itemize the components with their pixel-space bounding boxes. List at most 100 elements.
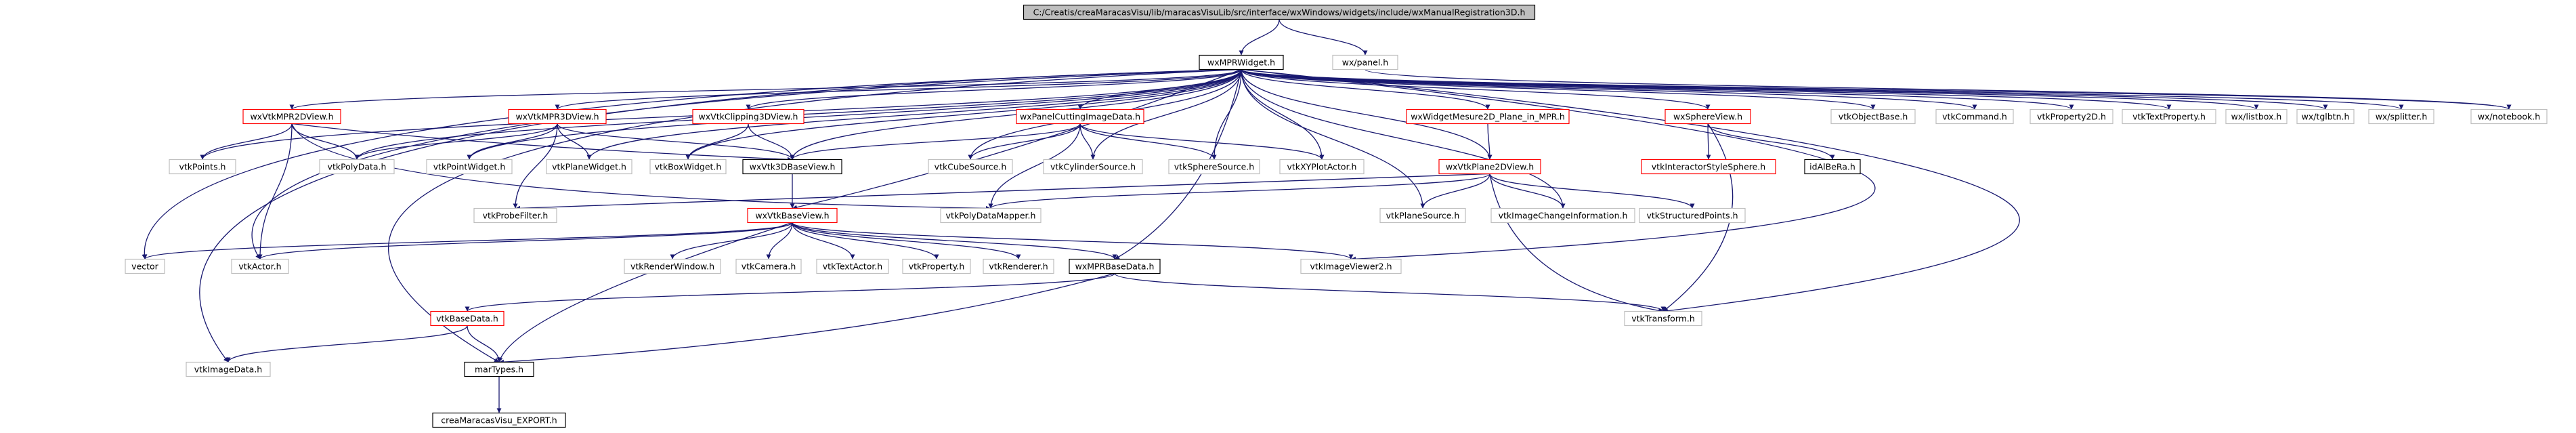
node-vtkcylindersource[interactable]: vtkCylinderSource.h — [1043, 159, 1143, 175]
edge-wxpanelcuttingimagedata-to-vtkpolydatamapper — [988, 123, 1081, 209]
node-vtkcamera[interactable]: vtkCamera.h — [735, 258, 802, 274]
node-box — [1830, 108, 1916, 125]
node-vtktextactor[interactable]: vtkTextActor.h — [816, 258, 889, 274]
edge-group — [1487, 123, 1493, 160]
node-box — [125, 258, 165, 274]
node-vtktransform[interactable]: vtkTransform.h — [1624, 310, 1702, 327]
node-vtkxyplotactor[interactable]: vtkXYPlotActor.h — [1279, 159, 1365, 175]
node-vtkimageviewer2[interactable]: vtkImageViewer2.h — [1300, 258, 1402, 274]
edge-group — [1079, 123, 1217, 160]
node-wxnotebook[interactable]: wx/notebook.h — [2470, 108, 2548, 125]
edge-group — [1489, 173, 1695, 209]
node-wxlistbox[interactable]: wx/listbox.h — [2225, 108, 2288, 125]
edge-group — [226, 325, 468, 363]
node-label: wx/listbox.h — [2231, 112, 2282, 122]
node-label: vtkActor.h — [238, 262, 281, 272]
node-vtkpolydata[interactable]: vtkPolyData.h — [319, 159, 395, 175]
edge-group — [792, 222, 855, 260]
node-wxmprwidget[interactable]: wxMPRWidget.h — [1199, 54, 1284, 70]
edge-group — [555, 68, 1242, 110]
node-creamaracasvisuexport[interactable]: creaMaracasVisu_EXPORT.h — [432, 412, 566, 428]
node-label: vtkBaseData.h — [436, 314, 498, 324]
node-martypes[interactable]: marTypes.h — [464, 361, 534, 377]
node-box — [1023, 4, 1536, 20]
node-vtkbasedata[interactable]: vtkBaseData.h — [430, 310, 505, 327]
node-label: vtkProbeFilter.h — [483, 211, 549, 221]
node-vtkcubesource[interactable]: vtkCubeSource.h — [928, 159, 1013, 175]
edge-group — [498, 272, 1115, 365]
edge-wxmprwidget-to-wxvtkclipping3dview — [746, 68, 1242, 110]
node-vtkimagechangeinformation[interactable]: vtkImageChangeInformation.h — [1490, 207, 1635, 224]
node-wxvtkclipping3dview[interactable]: wxVtkClipping3DView.h — [692, 108, 804, 125]
node-vtkinteractorstylesphere[interactable]: vtkInteractorStyleSphere.h — [1641, 159, 1776, 175]
node-vtkactor[interactable]: vtkActor.h — [231, 258, 289, 274]
node-vtkrenderer[interactable]: vtkRenderer.h — [983, 258, 1054, 274]
node-box — [432, 412, 566, 428]
edge-wxvtkplane2dview-to-vtkpolydatamapper — [988, 173, 1490, 209]
node-box — [231, 258, 289, 274]
node-idalbera[interactable]: idAlBeRa.h — [1804, 159, 1861, 175]
edge-wxmprwidget-to-vtktransform — [1241, 68, 2020, 314]
node-vtkpoints[interactable]: vtkPoints.h — [169, 159, 236, 175]
node-wxvtkbaseview[interactable]: wxVtkBaseView.h — [747, 207, 838, 224]
edge-wxvtkbaseview-to-vtktextactor — [792, 222, 855, 260]
edge-wxpanelcuttingimagedata-to-vtkxyplotactor — [1079, 123, 1325, 160]
node-box — [1639, 207, 1746, 224]
edge-group — [1241, 69, 1490, 110]
node-label: wxVtkMPR2DView.h — [250, 112, 333, 122]
node-box — [319, 159, 395, 175]
node-label: vtkImageData.h — [194, 365, 262, 375]
node-label: wxSphereView.h — [1673, 112, 1742, 122]
node-vtkpolydatamapper[interactable]: vtkPolyDataMapper.h — [940, 207, 1042, 224]
node-label: wx/panel.h — [1342, 58, 1388, 68]
node-wxmprbasedata[interactable]: wxMPRBaseData.h — [1069, 258, 1161, 274]
node-wxpanel[interactable]: wx/panel.h — [1332, 54, 1398, 70]
node-wxvtkmpr2dview[interactable]: wxVtkMPR2DView.h — [242, 108, 341, 125]
node-vtkrenderwindow[interactable]: vtkRenderWindow.h — [624, 258, 721, 274]
edge-group — [1241, 69, 1425, 209]
node-wxvtkplane2dview[interactable]: wxVtkPlane2DView.h — [1438, 159, 1541, 175]
node-vtkplanewidget[interactable]: vtkPlaneWidget.h — [546, 159, 632, 175]
edge-group — [1079, 123, 1325, 160]
node-vtkobjectbase[interactable]: vtkObjectBase.h — [1830, 108, 1916, 125]
edge-wxmprwidget-to-vtkcylindersource — [1090, 69, 1242, 160]
node-vtkproperty2d[interactable]: vtkProperty2D.h — [2030, 108, 2113, 125]
edge-group — [1114, 272, 1666, 312]
edge-wxvtkmpr3dview-to-vtkprobefilter — [513, 123, 558, 209]
node-box — [1069, 258, 1161, 274]
node-box — [1300, 258, 1402, 274]
node-wxpanelcuttingimagedata[interactable]: wxPanelCuttingImageData.h — [1016, 108, 1144, 125]
node-box — [546, 159, 632, 175]
node-vtkstructuredpoints[interactable]: vtkStructuredPoints.h — [1639, 207, 1746, 224]
node-vector[interactable]: vector — [125, 258, 165, 274]
node-wxvtkmpr3dview[interactable]: wxVtkMPR3DView.h — [508, 108, 607, 125]
node-wxwidgetmesure2d[interactable]: wxWidgetMesure2D_Plane_in_MPR.h — [1406, 108, 1570, 125]
node-wxtglbtn[interactable]: wx/tglbtn.h — [2296, 108, 2355, 125]
node-wxvtk3dbaseview[interactable]: wxVtk3DBaseView.h — [742, 159, 842, 175]
node-box — [1379, 207, 1466, 224]
node-vtkprobefilter[interactable]: vtkProbeFilter.h — [473, 207, 557, 224]
node-vtkboxwidget[interactable]: vtkBoxWidget.h — [649, 159, 727, 175]
node-vtkcommand[interactable]: vtkCommand.h — [1935, 108, 2014, 125]
node-vtkproperty[interactable]: vtkProperty.h — [902, 258, 971, 274]
edge-group — [1489, 173, 1664, 313]
node-wxsplitter[interactable]: wx/splitter.h — [2368, 108, 2434, 125]
node-label: vtkObjectBase.h — [1839, 112, 1908, 122]
node-vtkplanesource[interactable]: vtkPlaneSource.h — [1379, 207, 1466, 224]
edge-group — [1706, 123, 1711, 160]
node-vtkpointwidget[interactable]: vtkPointWidget.h — [426, 159, 513, 175]
node-vtkspheresource[interactable]: vtkSphereSource.h — [1168, 159, 1260, 175]
node-box — [1804, 159, 1861, 175]
edge-group — [685, 123, 749, 160]
node-wxsphereview[interactable]: wxSphereView.h — [1665, 108, 1751, 125]
node-label: wx/splitter.h — [2376, 112, 2428, 122]
header-nodes: C:/Creatis/creaMaracasVisu/lib/maracasVi… — [125, 4, 2548, 428]
edge-wxmprwidget-to-vtkplanewidget — [586, 69, 1242, 160]
node-box — [1665, 108, 1751, 125]
edge-group — [142, 68, 1242, 260]
node-vtkimagedata[interactable]: vtkImageData.h — [186, 361, 271, 377]
node-vtktextproperty[interactable]: vtkTextProperty.h — [2122, 108, 2216, 125]
edge-wxmprwidget-to-vector — [142, 68, 1242, 260]
node-label: vtkRenderWindow.h — [630, 262, 714, 272]
edge-wxmprwidget-to-vtkboxwidget — [685, 69, 1242, 160]
